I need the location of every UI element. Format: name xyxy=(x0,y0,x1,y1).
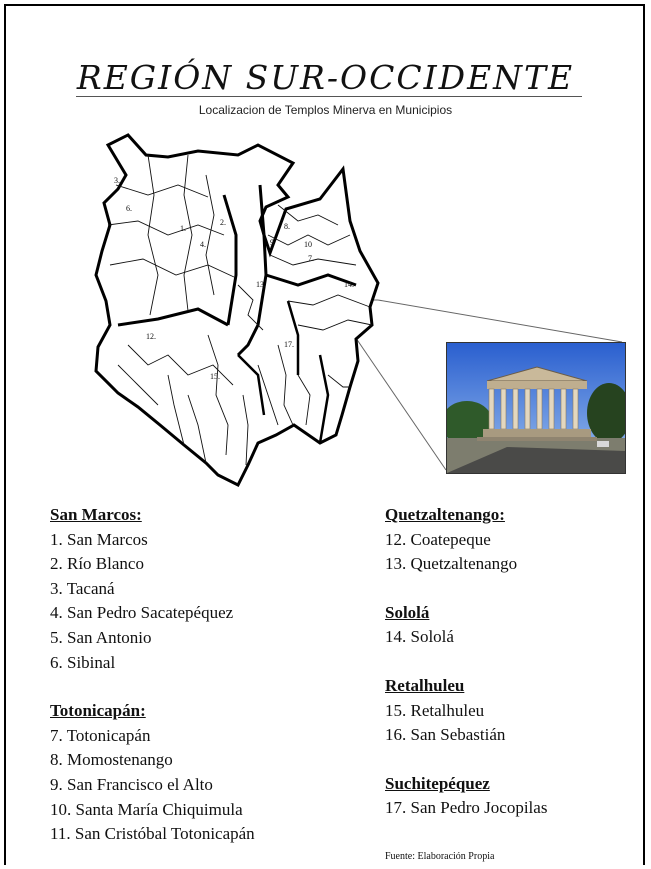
list-item: 5. San Antonio xyxy=(50,627,152,647)
map-label: 4. xyxy=(200,240,206,249)
list-item: 4. San Pedro Sacatepéquez xyxy=(50,603,234,623)
page-subtitle: Localizacion de Templos Minerva en Munic… xyxy=(198,103,453,117)
list-item: 17. San Pedro Jocopilas xyxy=(385,798,548,818)
source-note: Fuente: Elaboración Propia xyxy=(385,851,495,862)
group-heading: San Marcos: xyxy=(50,505,142,524)
list-item: 11. San Cristóbal Totonicapán xyxy=(50,824,255,844)
title-rule xyxy=(76,96,582,97)
list-item: 12. Coatepeque xyxy=(385,529,491,549)
list-item: 2. Río Blanco xyxy=(50,554,144,574)
map-label: 14. xyxy=(344,280,354,289)
map-label: 6. xyxy=(126,204,132,213)
page-frame xyxy=(4,4,645,865)
map-label: 8. xyxy=(284,222,290,231)
temple-photo xyxy=(446,342,626,474)
group-heading: Totonicapán: xyxy=(50,701,146,721)
map-label: 1. xyxy=(180,224,186,233)
map-label: 12. xyxy=(146,332,156,341)
map-label: 10 xyxy=(304,240,312,249)
map-label: 17. xyxy=(284,340,294,349)
region-outline xyxy=(94,133,380,488)
list-item: 1. San Marcos xyxy=(50,529,148,549)
list-item: 15. Retalhuleu xyxy=(385,700,485,720)
list-item: 3. Tacaná xyxy=(50,578,115,598)
page-title: REGIÓN SUR-OCCIDENTE xyxy=(76,58,575,97)
list-item: 8. Momostenango xyxy=(50,750,173,770)
list-item: 10. Santa María Chiquimula xyxy=(50,799,243,819)
list-item: 14. Sololá xyxy=(385,627,454,647)
group-heading: Retalhuleu xyxy=(385,675,465,695)
group-heading: Sololá xyxy=(385,602,430,622)
list-item: 9. San Francisco el Alto xyxy=(50,774,213,794)
map-label: 9 xyxy=(270,238,274,247)
group-heading: Quetzaltenango: xyxy=(385,505,505,524)
list-item: 7. Totonicapán xyxy=(50,725,151,745)
map-label: 15. xyxy=(210,372,220,381)
map-label: 2. xyxy=(220,218,226,227)
legend-left: San Marcos: 1. San Marcos 2. Río Blanco … xyxy=(50,503,255,847)
map-labels: 1. 2. 3. 4. 6. 8. 9 10 7. 12. 13. 14. 15… xyxy=(114,176,354,381)
group-heading: Suchitepéquez xyxy=(385,773,490,793)
map-label: 13. xyxy=(256,280,266,289)
list-item: 16. San Sebastián xyxy=(385,725,506,745)
map-label: 3. xyxy=(114,176,120,185)
list-item: 6. Sibinal xyxy=(50,652,116,672)
map-label: 7. xyxy=(308,254,314,263)
legend-right: Quetzaltenango: 12. Coatepeque 13. Quetz… xyxy=(385,503,547,821)
region-map: 1. 2. 3. 4. 6. 8. 9 10 7. 12. 13. 14. 15… xyxy=(94,133,380,488)
list-item: 13. Quetzaltenango xyxy=(385,554,518,574)
